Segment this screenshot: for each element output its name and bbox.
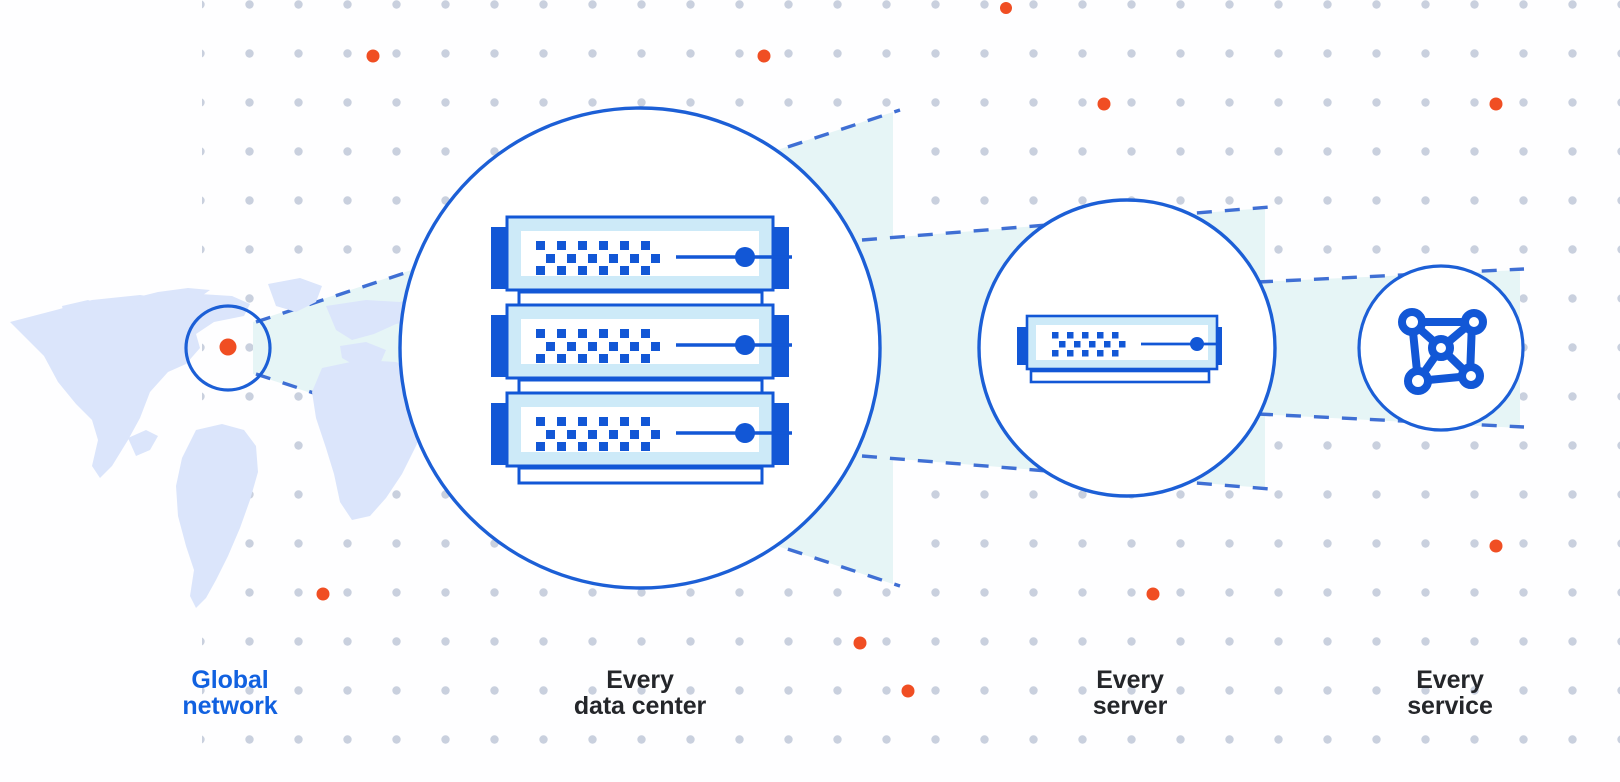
label-every-data-center: Every data center — [520, 667, 760, 720]
rack-unit-faceplate — [521, 319, 759, 364]
rack-unit-vents — [536, 417, 660, 451]
rack-unit-1 — [491, 215, 792, 292]
server-vents — [1052, 332, 1126, 357]
mesh-node-top-left — [1398, 308, 1426, 336]
rack-unit-vents — [536, 329, 660, 363]
single-server-icon — [1017, 314, 1222, 384]
rack-base — [517, 466, 764, 485]
rack-connector-2 — [517, 378, 764, 395]
location-pin-dot — [219, 338, 237, 356]
label-every-server: Every server — [1030, 667, 1230, 720]
rack-unit-faceplate — [521, 407, 759, 452]
rack-unit-status-dot — [735, 247, 755, 267]
label-global-network-line1: Global — [191, 666, 269, 694]
rack-unit-2 — [491, 303, 792, 380]
rack-unit-faceplate — [521, 231, 759, 276]
label-every-data-center-line1: Every — [606, 666, 674, 694]
mesh-node-center — [1428, 335, 1454, 361]
label-every-server-line1: Every — [1096, 666, 1164, 694]
mesh-node-bottom-right — [1458, 363, 1484, 389]
mesh-node-top-right — [1461, 309, 1487, 335]
server-status-dot — [1190, 337, 1204, 351]
label-global-network-line2: network — [182, 692, 278, 721]
network-mesh-icon — [1398, 308, 1487, 395]
label-global-network: Global network — [135, 667, 325, 720]
rack-unit-status-dot — [735, 423, 755, 443]
label-every-service: Every service — [1350, 667, 1550, 720]
label-every-data-center-line2: data center — [573, 692, 707, 721]
rack-unit-3 — [491, 391, 792, 468]
label-every-server-line2: server — [1092, 692, 1168, 721]
label-every-service-line2: service — [1407, 692, 1493, 721]
label-every-service-line1: Every — [1416, 666, 1484, 694]
rack-connector-1 — [517, 290, 764, 307]
rack-unit-status-dot — [735, 335, 755, 355]
map-magnifier — [184, 304, 272, 392]
rack-unit-vents — [536, 241, 660, 275]
mesh-node-bottom-left — [1404, 367, 1432, 395]
server-rack-icon — [491, 215, 792, 485]
server-base — [1029, 369, 1211, 384]
orange-highlight-dots — [316, 2, 1503, 698]
